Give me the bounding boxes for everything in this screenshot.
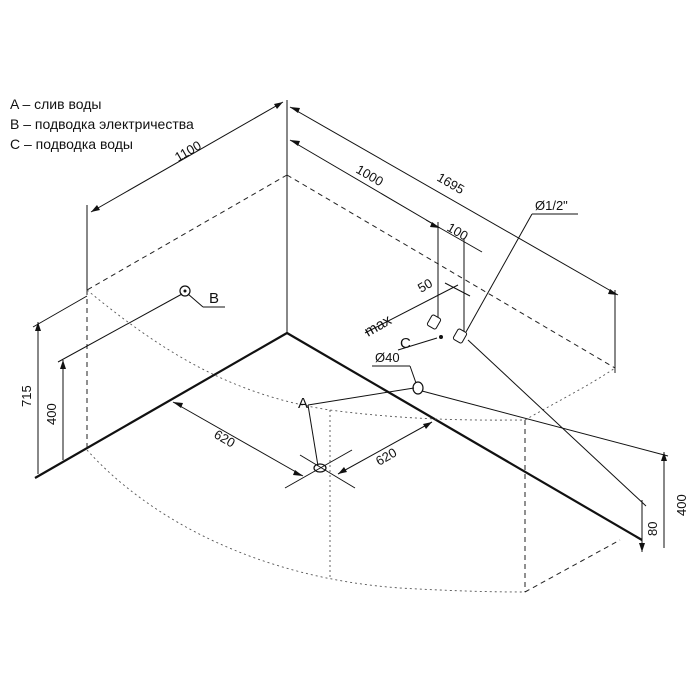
legend-item-water: C – подводка воды [10,136,133,152]
dimension-620-right: 620 [337,421,433,475]
dim-715-label: 715 [19,385,34,407]
drain-40-icon [412,381,424,395]
dim-80-ext [467,339,647,507]
floor-drain: A [284,387,415,489]
floor-left-edge [34,332,288,479]
drain-40-leader [409,365,417,384]
water-point-c [439,335,443,339]
drain-40: Ø40 [372,350,424,395]
dim-620-right-arrow-end [423,422,432,429]
dim-400-left-ext [57,293,183,363]
dim-50-tick [444,282,471,297]
label-b: B [209,290,219,307]
dimension-50-max: 50 max [362,275,471,340]
label-a: A [298,395,308,412]
water-fitting-left [426,314,442,330]
floor-drain-axis-2 [299,454,356,489]
rim-front-right [524,367,616,421]
dim-1695-arrow-start [290,107,300,113]
dimension-1000: 1000 [289,139,441,229]
dim-400-left-arrow-top [60,360,66,369]
dimension-400-left: 400 [44,293,183,460]
dim-80-label: 80 [645,522,660,536]
dim-715-ext-top [32,295,88,328]
dim-620-right-label: 620 [373,445,399,469]
b-leader [187,293,204,308]
dimension-620-left: 620 [172,401,304,477]
pipe-diameter-label: Ø1/2" [535,198,568,213]
dim-1100-arrow-start [91,205,100,212]
a-leader-apron [307,387,415,406]
c-leader [397,337,438,351]
floor-right-edge [286,332,643,541]
dim-100-label: 100 [445,220,471,244]
dim-1000-label: 1000 [354,162,387,189]
dim-715-arrow-top [35,322,41,331]
legend-item-electric: B – подводка электричества [10,116,194,132]
floor-drain-axis-1 [284,449,353,489]
rim-left-back [86,174,288,291]
dim-1100-label: 1100 [172,138,204,165]
legend-item-drain: A – слив воды [10,96,102,112]
bath-curves [86,289,616,593]
dim-50-label: 50 [415,275,435,295]
dimension-715: 715 [19,295,88,474]
drain-40-label: Ø40 [375,350,400,365]
rim-right-back [286,174,616,369]
water-supply-fittings: C [397,314,468,352]
dim-400-right-label: 400 [674,494,689,516]
dim-1100-arrow-end [274,102,283,109]
dim-1100-line [90,101,284,213]
label-c: C [400,335,411,352]
apron-bottom-curve [86,449,526,593]
electric-point: B [179,285,225,308]
dimension-1100: 1100 [86,101,284,290]
dim-100-line [425,219,483,253]
a-leader-floor [307,404,319,467]
dim-620-left-arrow-start [173,402,183,408]
dim-1695-line [289,106,619,296]
dimension-80: 80 [467,339,660,552]
pipe-leader [465,213,533,333]
dim-620-left-line [172,401,304,477]
dim-400-right-ext [421,390,669,457]
dim-max-label: max [362,311,395,340]
bath-rim-dashed [86,174,621,593]
apron-bottom-right [524,539,621,593]
dim-1000-arrow-start [290,140,300,146]
dim-620-left-arrow-end [293,470,303,476]
dim-80-arrow-bottom [639,543,645,552]
dim-400-right-arrow-top [661,452,667,461]
legend: A – слив воды B – подводка электричества… [10,94,194,154]
dimension-400-right: 400 [421,390,689,548]
rim-front-curve [86,289,526,421]
dim-620-left-label: 620 [212,427,238,451]
pipe-callout: Ø1/2" [465,198,578,333]
water-fitting-right [452,328,468,344]
dim-620-right-arrow-start [338,467,347,474]
electric-outlet-center [183,289,187,293]
dim-1000-line [289,139,441,229]
dim-620-right-line [337,421,433,475]
dim-50-line [364,284,459,334]
wall-lines [34,100,643,541]
dim-400-left-label: 400 [44,403,59,425]
